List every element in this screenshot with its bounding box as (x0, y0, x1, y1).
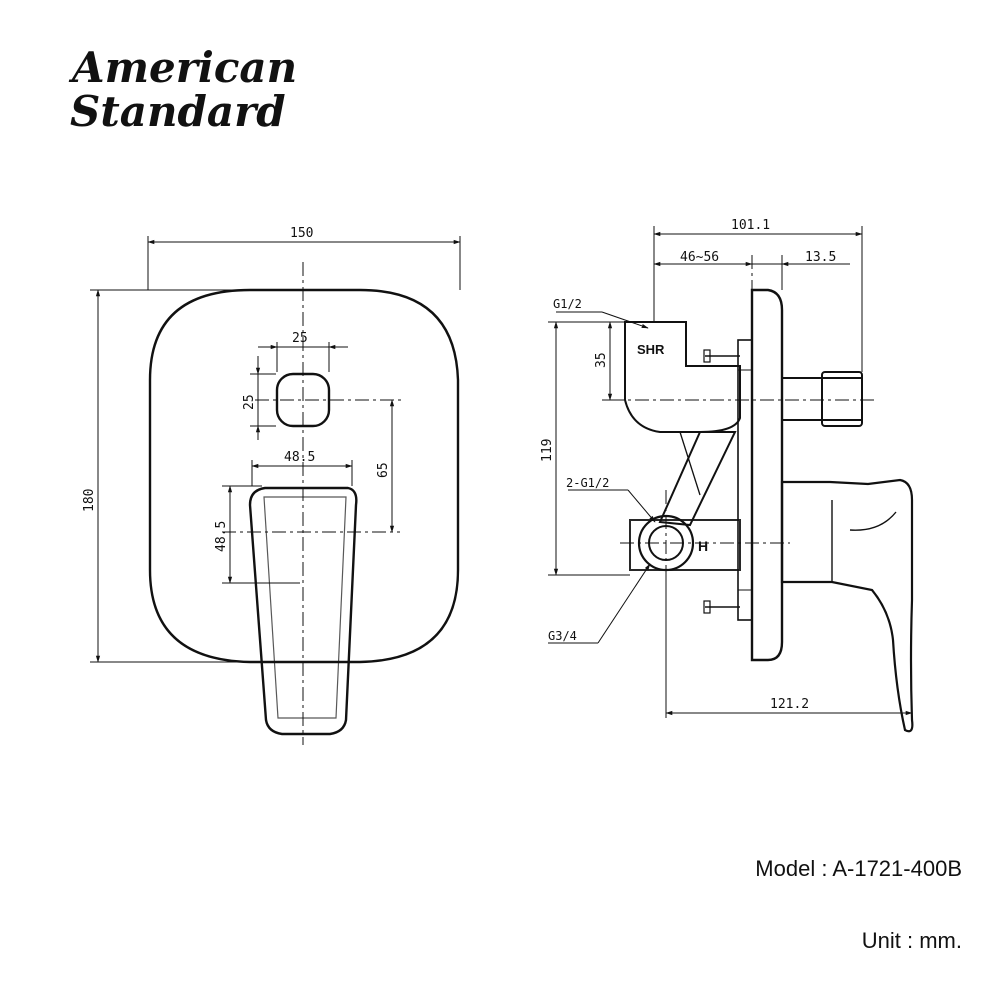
dim-button-height: 25 (242, 394, 257, 410)
cover-plate (148, 288, 460, 664)
diverter-pin (781, 377, 863, 421)
logo-line-2: Standard (70, 87, 286, 136)
dim-side-depth: 101.1 (731, 218, 770, 233)
dim-plate-offset: 13.5 (805, 250, 836, 265)
american-standard-logo: American Standard (68, 43, 297, 136)
diverter-button (275, 372, 331, 428)
dim-side-height: 119 (540, 439, 555, 462)
callout-inlet-ports: 2-G1/2 (566, 476, 609, 490)
dim-total-depth: 121.2 (770, 697, 809, 712)
dim-adjust-range: 46~56 (680, 250, 719, 265)
dim-outlet-offset: 35 (594, 352, 609, 368)
inlet-fitting-inner (648, 525, 684, 561)
front-view: 150 180 25 25 65 48.5 48.5 (82, 226, 461, 745)
model-number: Model : A-1721-400B (755, 856, 962, 881)
dim-handle-width: 48.5 (284, 450, 315, 465)
side-view: SHR H 101.1 46~56 (540, 218, 914, 733)
wall-plate-profile (750, 288, 784, 662)
dim-front-height: 180 (82, 489, 97, 512)
logo-line-1: American (68, 43, 297, 92)
handle (248, 486, 358, 736)
callout-outlet-port: G3/4 (548, 629, 577, 643)
shower-outlet-body (624, 321, 741, 433)
dim-button-to-handle: 65 (376, 462, 391, 478)
inlet-fitting-outer (637, 514, 695, 572)
dim-handle-height: 48.5 (214, 521, 229, 552)
dim-front-width: 150 (290, 226, 313, 241)
dim-button-width: 25 (292, 331, 308, 346)
shower-marking: SHR (637, 342, 665, 357)
unit-note: Unit : mm. (861, 928, 962, 953)
handle-profile (780, 478, 914, 733)
callout-shower-port: G1/2 (553, 297, 582, 311)
hot-marking: H (698, 538, 708, 554)
